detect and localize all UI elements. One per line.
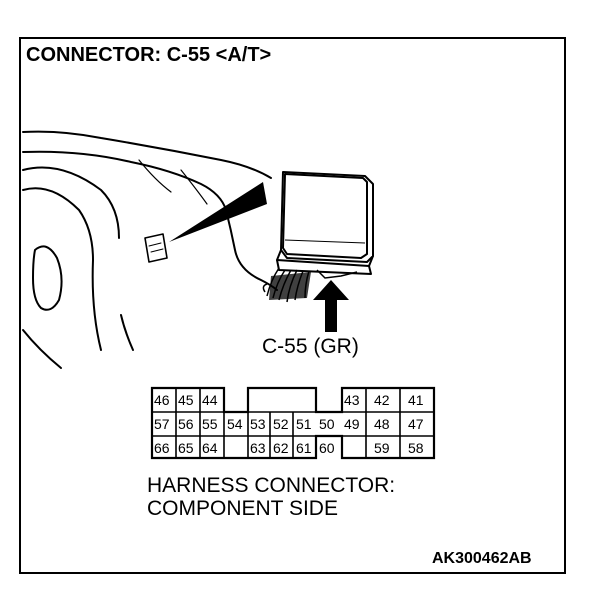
up-arrow-icon <box>313 280 349 332</box>
pin-60: 60 <box>319 440 335 456</box>
pin-63: 63 <box>250 440 266 456</box>
pin-49: 49 <box>344 416 360 432</box>
harness-line-2: COMPONENT SIDE <box>147 497 338 520</box>
pin-58: 58 <box>408 440 424 456</box>
pin-61: 61 <box>296 440 312 456</box>
diagram-frame <box>19 37 566 574</box>
pin-46: 46 <box>154 392 170 408</box>
pin-66: 66 <box>154 440 170 456</box>
pin-64: 64 <box>202 440 218 456</box>
pin-59: 59 <box>374 440 390 456</box>
pin-53: 53 <box>250 416 266 432</box>
pin-55: 55 <box>202 416 218 432</box>
pin-45: 45 <box>178 392 194 408</box>
diagram-title: CONNECTOR: C-55 <A/T> <box>26 44 272 66</box>
pin-51: 51 <box>296 416 312 432</box>
pin-44: 44 <box>202 392 218 408</box>
pin-47: 47 <box>408 416 424 432</box>
pin-layout: 46 45 44 43 42 41 57 56 55 54 53 52 51 5… <box>150 386 436 460</box>
dashboard-ecu-icon <box>22 130 374 369</box>
pin-56: 56 <box>178 416 194 432</box>
pin-48: 48 <box>374 416 390 432</box>
pin-43: 43 <box>344 392 360 408</box>
pin-52: 52 <box>273 416 289 432</box>
pin-54: 54 <box>227 416 243 432</box>
connector-label: C-55 (GR) <box>262 335 359 358</box>
pin-50: 50 <box>319 416 335 432</box>
harness-caption: HARNESS CONNECTOR: COMPONENT SIDE <box>147 474 395 520</box>
harness-line-1: HARNESS CONNECTOR: <box>147 474 396 497</box>
pin-62: 62 <box>273 440 289 456</box>
pin-41: 41 <box>408 392 424 408</box>
pin-42: 42 <box>374 392 390 408</box>
pin-65: 65 <box>178 440 194 456</box>
figure-code: AK300462AB <box>432 550 532 567</box>
pin-57: 57 <box>154 416 170 432</box>
